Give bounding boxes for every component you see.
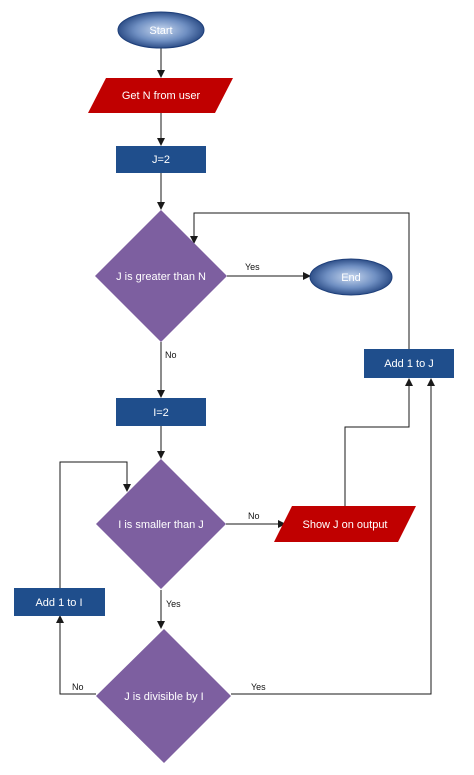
set-i-process-shape: [116, 398, 206, 426]
edge-divisible-no-to-add-i: [56, 615, 96, 695]
cond-j-gt-n-decision-shape: [95, 210, 227, 342]
add-i-process-shape: [14, 588, 105, 616]
edge-labels: Yes No No Yes No Yes: [72, 262, 266, 692]
edge-divisible-yes-to-add-j: [231, 378, 435, 695]
node-cond-i-lt-j: I is smaller than J: [96, 459, 226, 589]
end-terminal-shape: [309, 258, 393, 296]
set-j-process-shape: [116, 146, 206, 173]
label-divisible-no: No: [72, 682, 84, 692]
edge-show-j-to-add-j: [344, 378, 413, 506]
label-i-lt-j-yes: Yes: [166, 599, 181, 609]
start-label: Start: [149, 25, 172, 37]
end-label: End: [341, 272, 361, 284]
connectors: [56, 48, 435, 695]
show-j-io-shape: [274, 506, 416, 542]
label-i-lt-j-no: No: [248, 511, 260, 521]
node-set-j: J=2: [116, 146, 206, 173]
set-i-label: I=2: [153, 407, 169, 419]
label-j-gt-n-yes: Yes: [245, 262, 260, 272]
node-cond-divisible: J is divisible by I: [96, 629, 231, 763]
cond-divisible-label: J is divisible by I: [124, 691, 203, 703]
add-j-label: Add 1 to J: [384, 358, 434, 370]
label-divisible-yes: Yes: [251, 682, 266, 692]
cond-j-gt-n-label: J is greater than N: [116, 271, 206, 283]
node-set-i: I=2: [116, 398, 206, 426]
node-end: End: [309, 258, 393, 296]
cond-i-lt-j-decision-shape: [96, 459, 226, 589]
add-j-process-shape: [364, 349, 454, 378]
node-cond-j-gt-n: J is greater than N: [95, 210, 227, 342]
get-n-io-shape: [88, 78, 233, 113]
start-terminal-shape: [117, 11, 205, 49]
node-add-j: Add 1 to J: [364, 349, 454, 378]
get-n-label: Get N from user: [122, 90, 201, 102]
edge-add-j-loop-to-cond-j: [190, 212, 410, 349]
node-get-n: Get N from user: [88, 78, 233, 113]
node-add-i: Add 1 to I: [14, 588, 105, 616]
cond-i-lt-j-label: I is smaller than J: [118, 519, 204, 531]
show-j-label: Show J on output: [302, 519, 387, 531]
edge-add-i-loop-to-cond-i: [59, 461, 131, 588]
set-j-label: J=2: [152, 154, 170, 166]
node-start: Start: [117, 11, 205, 49]
add-i-label: Add 1 to I: [35, 597, 82, 609]
label-j-gt-n-no: No: [165, 350, 177, 360]
cond-divisible-decision-shape: [96, 629, 231, 763]
node-show-j: Show J on output: [274, 506, 416, 542]
